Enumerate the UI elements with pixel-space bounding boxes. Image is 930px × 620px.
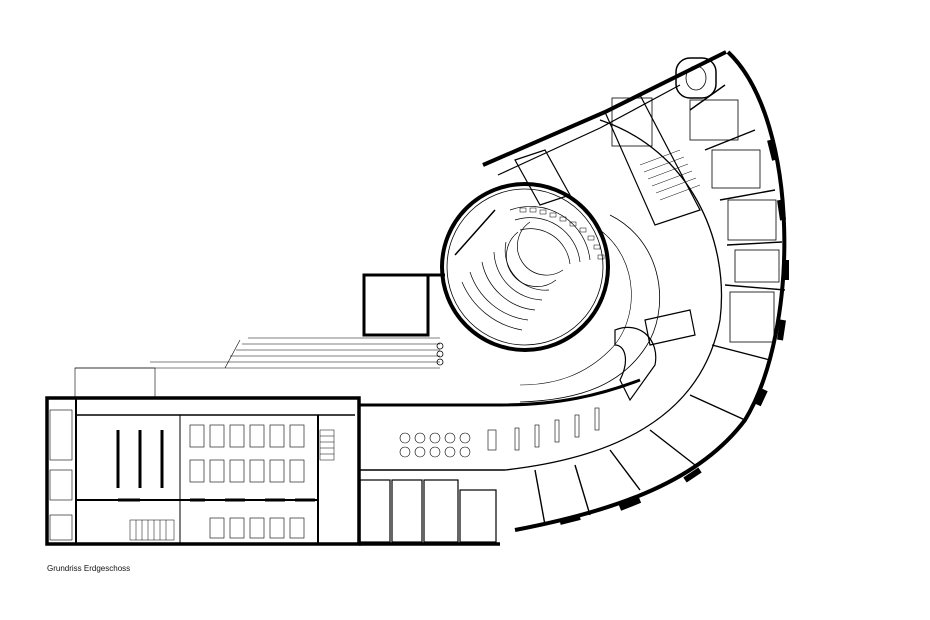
inner-foyer-arc bbox=[519, 229, 632, 386]
office-3 bbox=[711, 149, 761, 189]
office-4 bbox=[727, 199, 777, 241]
entrance-box bbox=[362, 273, 430, 337]
stair-treads bbox=[639, 149, 701, 201]
north-wing bbox=[482, 50, 780, 343]
seating-rows bbox=[461, 206, 591, 331]
curved-wing bbox=[504, 50, 789, 532]
west-wing-outline bbox=[45, 396, 361, 546]
office-6 bbox=[729, 291, 775, 343]
central-hall bbox=[359, 378, 641, 546]
inner-ring-wall bbox=[504, 119, 723, 471]
auditorium-wall bbox=[440, 182, 610, 352]
stair-curved bbox=[614, 326, 657, 402]
stair-west bbox=[129, 519, 175, 541]
stair-well bbox=[604, 94, 701, 226]
shelves bbox=[116, 430, 315, 502]
drawing-caption: Grundriss Erdgeschoss bbox=[47, 564, 131, 573]
small-rooms bbox=[359, 479, 497, 543]
auditorium-inner-wall bbox=[446, 188, 604, 346]
reading-tables bbox=[189, 424, 305, 539]
foyer bbox=[74, 309, 696, 402]
auditorium bbox=[362, 182, 610, 352]
service-block bbox=[514, 149, 571, 206]
outer-facade-wall bbox=[514, 50, 787, 532]
west-wing bbox=[45, 396, 361, 546]
toilets bbox=[49, 409, 73, 541]
corner-stair-tower bbox=[675, 57, 717, 99]
radial-room-walls bbox=[534, 84, 786, 526]
stage-edge bbox=[454, 209, 496, 256]
corridor-ring bbox=[519, 214, 661, 403]
central-hall-wall bbox=[359, 378, 641, 407]
columns bbox=[436, 342, 444, 366]
stair-hall bbox=[319, 429, 335, 461]
hall-tables bbox=[399, 407, 600, 458]
terrace-deck bbox=[74, 367, 156, 399]
office-5 bbox=[734, 249, 780, 283]
seat-blocks bbox=[519, 207, 605, 260]
external-steps bbox=[75, 337, 440, 369]
north-wing-inner bbox=[497, 84, 681, 176]
office-1 bbox=[611, 97, 653, 147]
stair-landing bbox=[644, 309, 696, 346]
facade-piers bbox=[559, 139, 789, 525]
office-2 bbox=[689, 99, 739, 141]
corner-stair-core bbox=[685, 65, 707, 91]
